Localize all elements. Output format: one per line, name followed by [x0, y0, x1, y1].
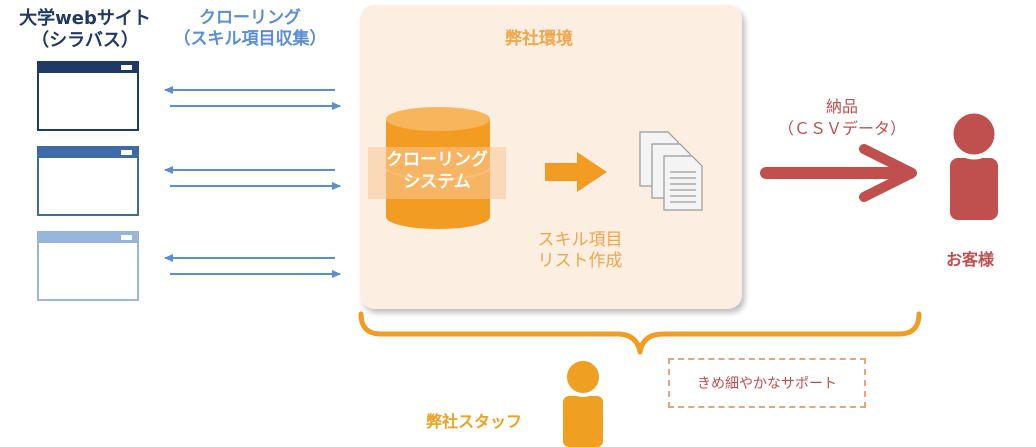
university-title: 大学webサイト （シラバス）: [10, 8, 160, 52]
system-label: クローリング システム: [368, 149, 506, 193]
system-label-band: [368, 147, 506, 199]
university-title-line2: （シラバス）: [31, 30, 139, 51]
crawling-label-line1: クローリング: [199, 8, 301, 28]
browser-window-icon: [37, 61, 139, 131]
staff-label: 弊社スタッフ: [426, 412, 523, 431]
skill-list-line1: スキル項目: [537, 230, 623, 250]
support-label: きめ細やかなサポート: [697, 376, 837, 392]
delivery-arrow: [760, 144, 917, 202]
system-label-line1: クローリング: [386, 150, 488, 170]
crawl-arrows: [164, 86, 341, 278]
crawling-label-line2: （スキル項目収集）: [173, 29, 327, 49]
crawling-label: クローリング （スキル項目収集）: [160, 8, 340, 50]
delivery-label: 納品 （ＣＳＶデータ）: [762, 96, 922, 140]
document-stack-icon: [639, 131, 703, 211]
scope-brace: [358, 311, 922, 355]
support-box: きめ細やかなサポート: [668, 358, 866, 408]
university-title-line1: 大学webサイト: [19, 8, 151, 29]
browser-window-icon: [37, 231, 139, 301]
delivery-line2: （ＣＳＶデータ）: [777, 119, 906, 138]
environment-title: 弊社環境: [505, 29, 573, 49]
process-arrow: [545, 152, 607, 192]
delivery-line1: 納品: [825, 97, 858, 116]
person-icon: [948, 108, 1000, 220]
customer-label: お客様: [946, 250, 995, 269]
browser-window-icon: [37, 146, 139, 216]
system-label-line2: システム: [403, 172, 471, 192]
skill-list-line2: リスト作成: [537, 251, 623, 271]
person-icon: [563, 358, 603, 447]
skill-list-label: スキル項目 リスト作成: [520, 230, 640, 272]
